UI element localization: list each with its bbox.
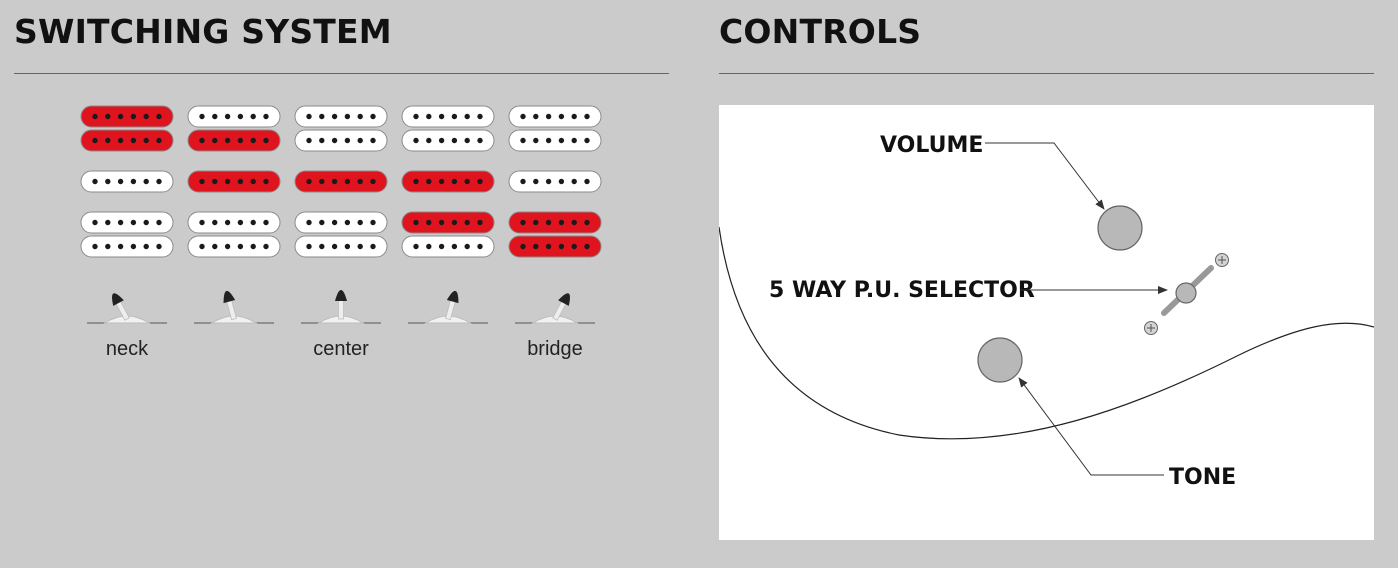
- neck-pickup-coil: [294, 129, 388, 152]
- bridge-pickup-coil: [80, 211, 174, 234]
- switch-position-column: [401, 105, 495, 324]
- switch-position-column: center: [294, 105, 388, 360]
- middle-pickup: [294, 170, 388, 193]
- bridge-pickup-coil: [187, 211, 281, 234]
- title-divider: [719, 73, 1374, 74]
- switching-system-title: SWITCHING SYSTEM: [14, 12, 392, 51]
- bridge-pickup-coil: [294, 211, 388, 234]
- title-divider: [14, 73, 669, 74]
- bridge-pickup-coil: [508, 235, 602, 258]
- middle-pickup: [401, 170, 495, 193]
- bridge-pickup-coil: [187, 235, 281, 258]
- selector-lever-icon: [194, 290, 274, 324]
- neck-pickup-coil: [80, 129, 174, 152]
- neck-pickup-coil: [508, 129, 602, 152]
- selector-lever-icon: [301, 290, 381, 324]
- bridge-pickup-coil: [80, 235, 174, 258]
- tone-knob: [977, 337, 1023, 383]
- neck-pickup-coil: [80, 105, 174, 128]
- bridge-pickup-coil: [401, 235, 495, 258]
- middle-pickup: [80, 170, 174, 193]
- mounting-screw-icon: [1215, 253, 1229, 267]
- selector-lever-icon: [515, 293, 595, 324]
- selector-lever-icon: [408, 290, 488, 324]
- switch-position-column: bridge: [508, 105, 602, 360]
- neck-pickup-coil: [187, 105, 281, 128]
- switching-diagram: neck center bridge: [80, 105, 602, 360]
- volume-knob: [1097, 205, 1143, 251]
- mounting-screw-icon: [1144, 321, 1158, 335]
- neck-pickup-coil: [294, 105, 388, 128]
- switch-position-label: neck: [106, 338, 149, 360]
- selector-lever-icon: [87, 293, 167, 324]
- middle-pickup: [187, 170, 281, 193]
- tone-label: TONE: [1169, 465, 1236, 490]
- switch-position-column: [187, 105, 281, 324]
- selector-switch: [1144, 253, 1229, 335]
- controls-title: CONTROLS: [719, 12, 922, 51]
- switch-position-label: center: [313, 338, 369, 360]
- neck-pickup-coil: [508, 105, 602, 128]
- volume-label: VOLUME: [880, 133, 983, 158]
- volume-leader-line: [985, 142, 1105, 210]
- guitar-body-outline: [719, 226, 1374, 440]
- bridge-pickup-coil: [294, 235, 388, 258]
- bridge-pickup-coil: [401, 211, 495, 234]
- tone-leader-line: [1018, 377, 1164, 476]
- bridge-pickup-coil: [508, 211, 602, 234]
- neck-pickup-coil: [401, 129, 495, 152]
- switch-position-label: bridge: [527, 338, 583, 360]
- selector-label: 5 WAY P.U. SELECTOR: [769, 278, 1035, 303]
- middle-pickup: [508, 170, 602, 193]
- switch-position-column: neck: [80, 105, 174, 360]
- controls-diagram: VOLUME 5 WAY P.U. SELECTOR TONE: [719, 105, 1374, 540]
- neck-pickup-coil: [187, 129, 281, 152]
- neck-pickup-coil: [401, 105, 495, 128]
